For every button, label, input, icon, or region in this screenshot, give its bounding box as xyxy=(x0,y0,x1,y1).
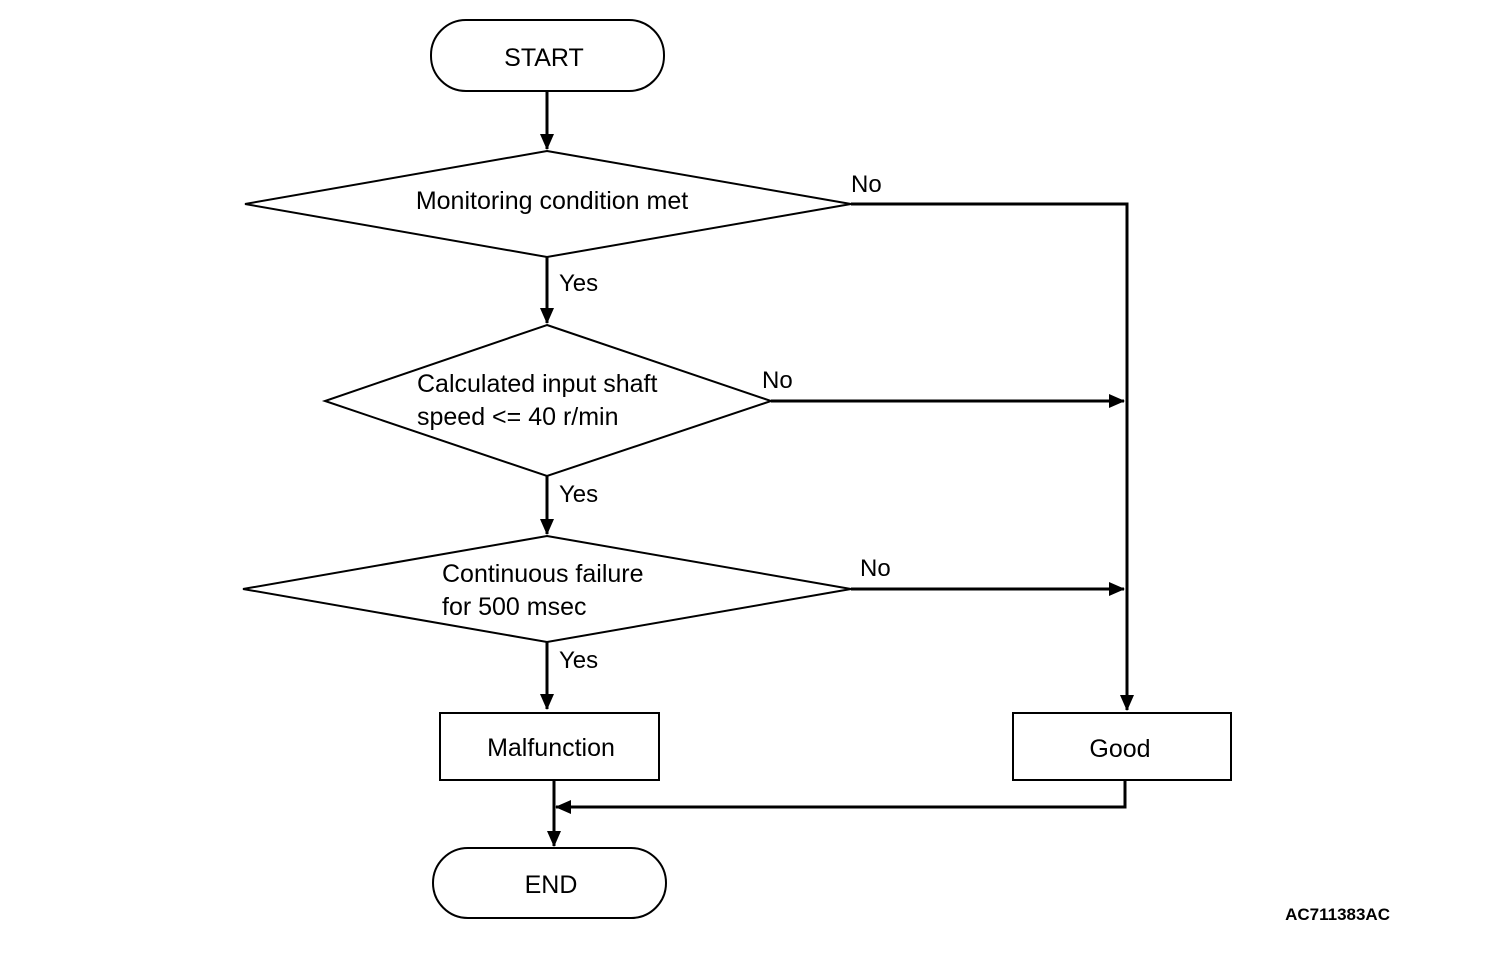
decision3-yes-label: Yes xyxy=(559,647,598,674)
decision-monitoring-condition-label: Monitoring condition met xyxy=(416,187,688,215)
decision2-no-label: No xyxy=(762,367,793,394)
good-box xyxy=(1012,712,1232,781)
arrow-good-to-merge xyxy=(555,780,1127,814)
decision-continuous-failure xyxy=(242,534,852,644)
end-terminal xyxy=(432,847,667,919)
decision-continuous-failure-line2: for 500 msec xyxy=(442,593,587,621)
decision-input-shaft-speed xyxy=(321,323,775,478)
decision-input-shaft-speed-line1: Calculated input shaft xyxy=(417,370,657,398)
start-label: START xyxy=(504,44,584,72)
decision1-no-label: No xyxy=(851,171,882,198)
decision2-yes-label: Yes xyxy=(559,481,598,508)
decision1-yes-label: Yes xyxy=(559,270,598,297)
malfunction-label: Malfunction xyxy=(487,734,615,762)
end-label: END xyxy=(525,871,578,899)
arrow-decision1-no-to-good xyxy=(851,202,1134,711)
decision3-no-label: No xyxy=(860,555,891,582)
good-label: Good xyxy=(1089,735,1150,763)
malfunction-box xyxy=(439,712,660,781)
decision-continuous-failure-line1: Continuous failure xyxy=(442,560,644,588)
decision-input-shaft-speed-line2: speed <= 40 r/min xyxy=(417,403,619,431)
reference-code: AC711383AC xyxy=(1285,905,1390,924)
